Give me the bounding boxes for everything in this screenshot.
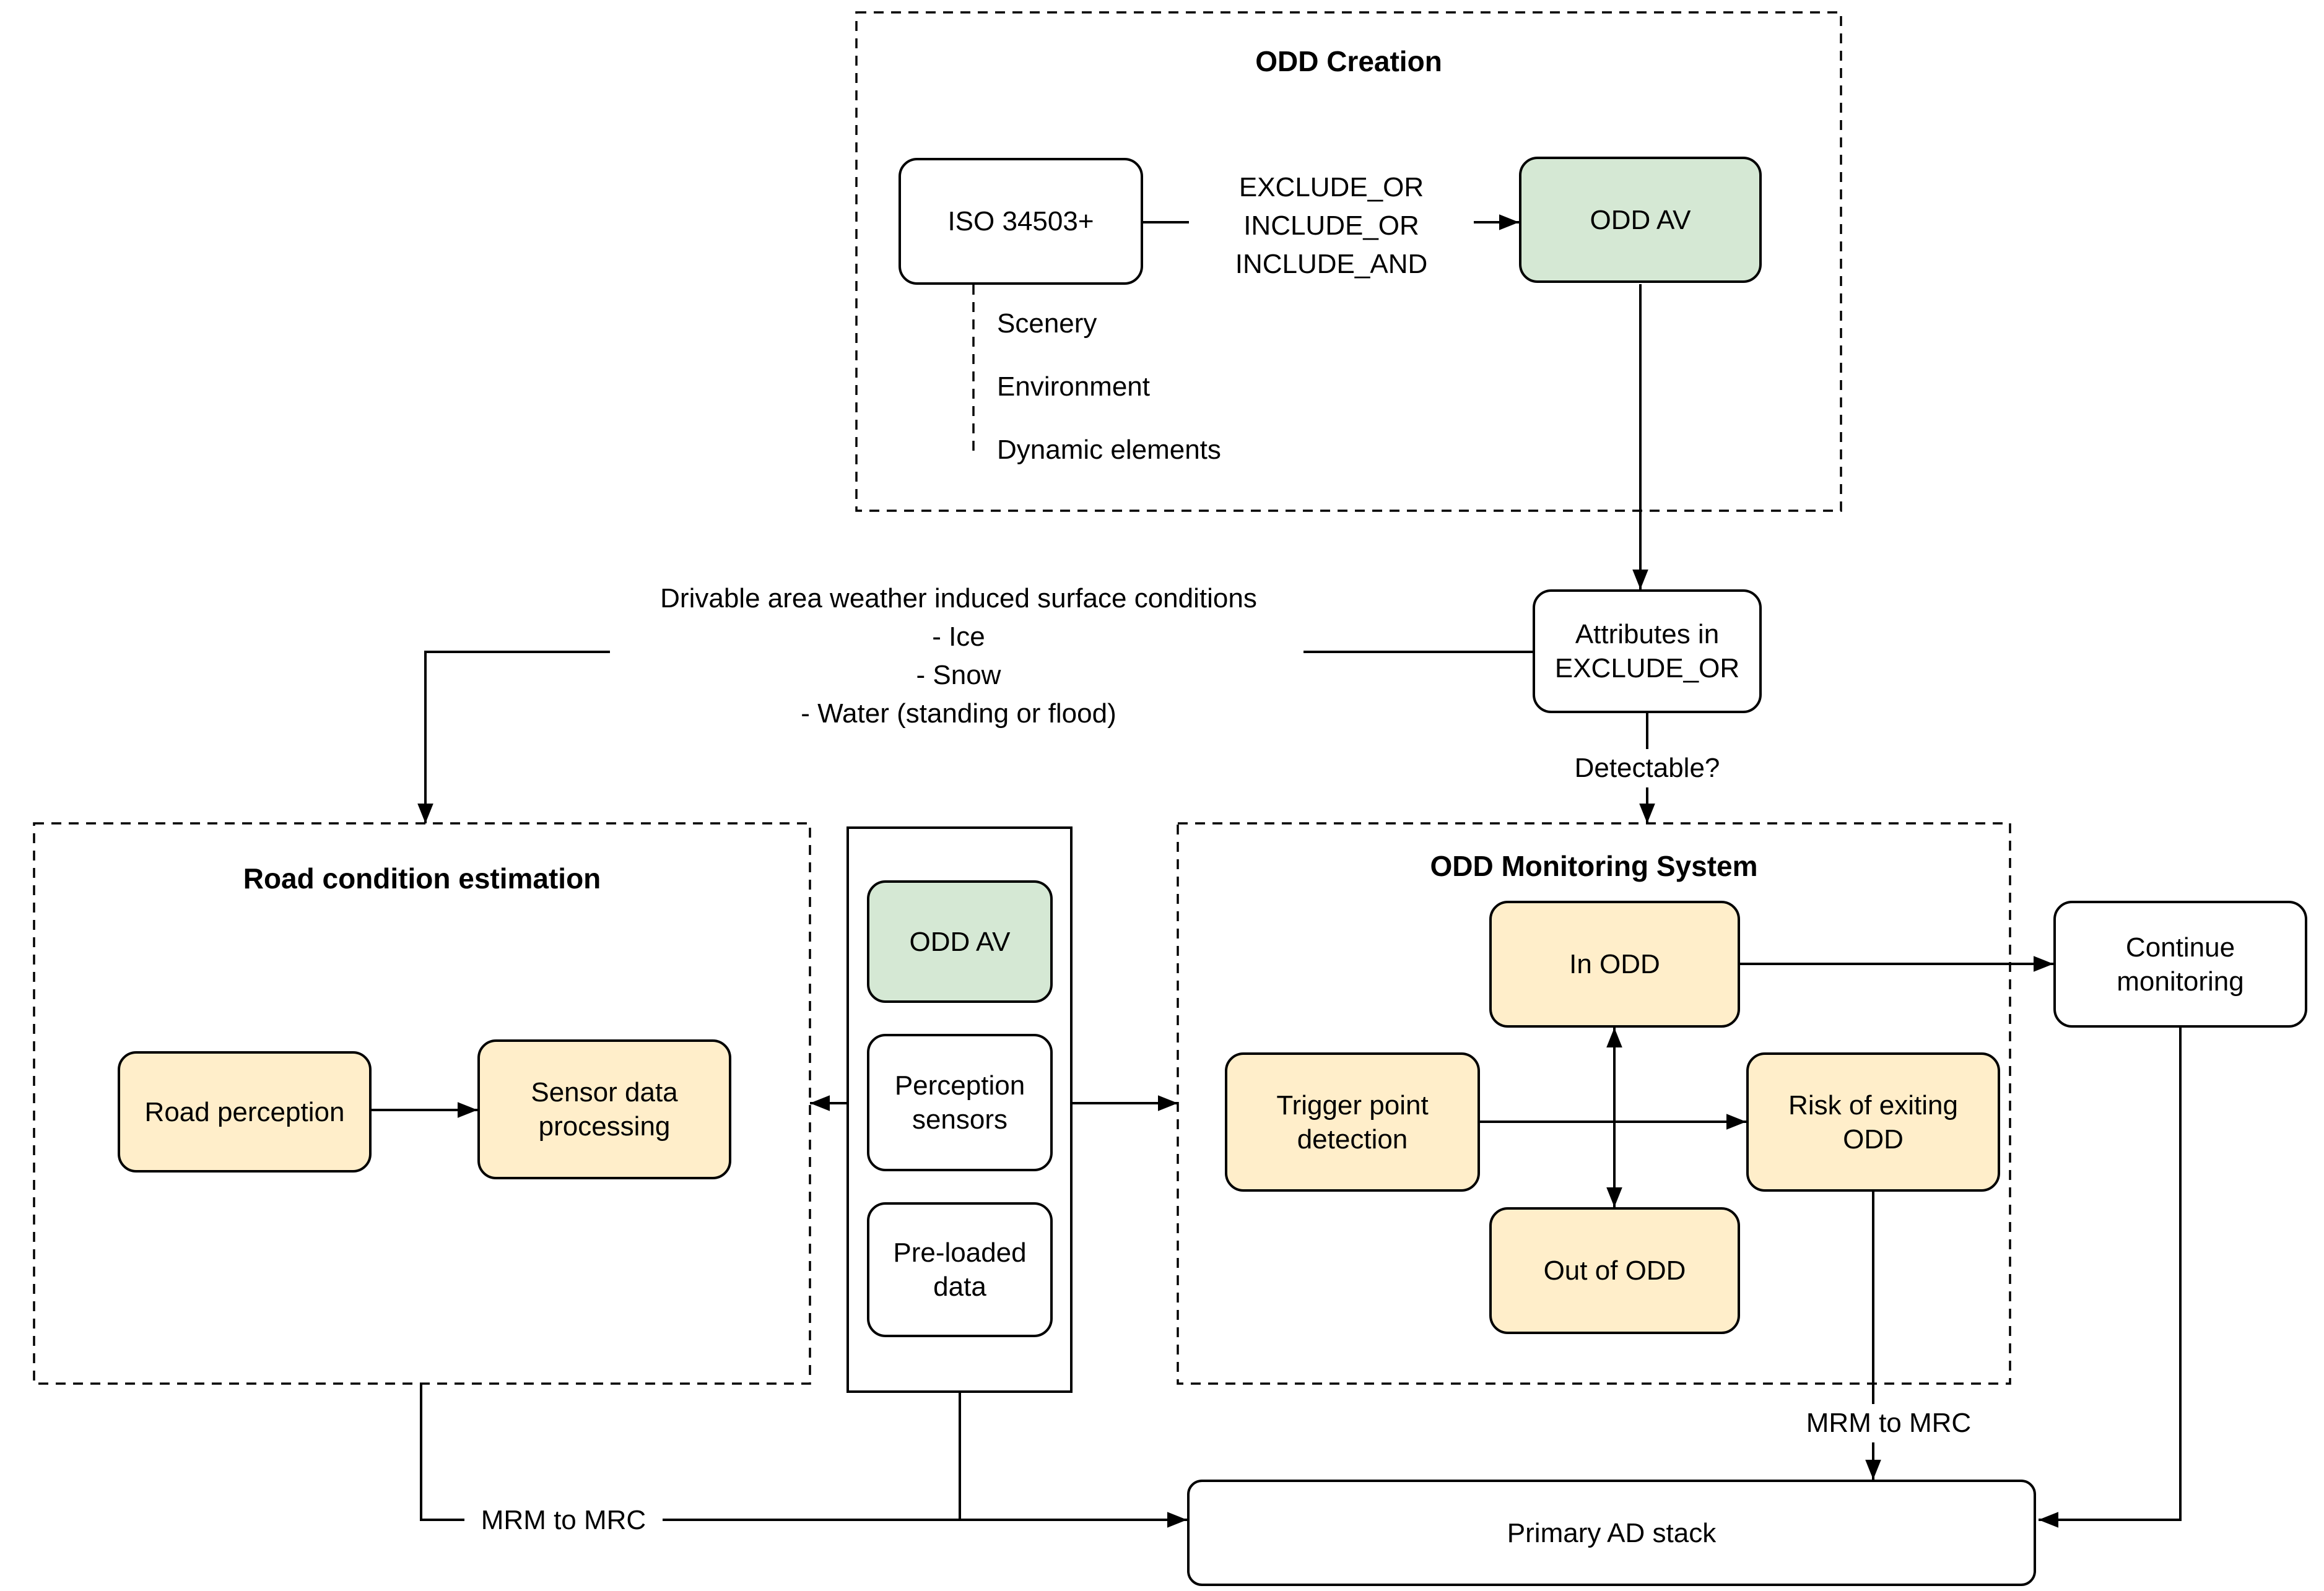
arrow-roadcondition-to-primary — [420, 1384, 1187, 1528]
drivable-item-water: - Water (standing or flood) — [801, 698, 1116, 729]
sensor-data-processing-box: Sensor data processing — [477, 1039, 731, 1179]
in-odd-box: In ODD — [1489, 901, 1740, 1028]
operator-labels: EXCLUDE_OR INCLUDE_OR INCLUDE_AND — [1189, 168, 1474, 284]
operator-include-and: INCLUDE_AND — [1235, 249, 1428, 279]
mrm-to-mrc-label-left: MRM to MRC — [464, 1501, 663, 1540]
drivable-item-snow: - Snow — [916, 660, 1001, 690]
road-perception-box: Road perception — [118, 1051, 372, 1173]
out-of-odd-box: Out of ODD — [1489, 1207, 1740, 1334]
attributes-exclude-or-box: Attributes in EXCLUDE_OR — [1533, 589, 1762, 713]
preloaded-data-box: Pre-loaded data — [867, 1202, 1053, 1337]
odd-av-box-creation: ODD AV — [1519, 157, 1762, 283]
perception-sensors-box: Perception sensors — [867, 1034, 1053, 1171]
category-dynamic-elements: Dynamic elements — [997, 435, 1221, 465]
trigger-point-detection-box: Trigger point detection — [1225, 1052, 1480, 1192]
mrm-to-mrc-label-right: MRM to MRC — [1796, 1404, 1982, 1442]
category-environment: Environment — [997, 371, 1151, 402]
iso-34503-box: ISO 34503+ — [899, 158, 1143, 285]
risk-of-exiting-odd-box: Risk of exiting ODD — [1746, 1052, 2000, 1192]
odd-creation-group-border — [855, 11, 1842, 512]
category-scenery: Scenery — [997, 308, 1097, 339]
road-condition-title: Road condition estimation — [243, 862, 601, 895]
odd-av-box-stack: ODD AV — [867, 880, 1053, 1003]
drivable-item-ice: - Ice — [932, 622, 985, 652]
arrow-drivable-to-road-condition — [417, 651, 610, 823]
odd-creation-title: ODD Creation — [1255, 45, 1442, 77]
arrow-continue-to-primary — [2039, 1028, 2182, 1528]
continue-monitoring-box: Continue monitoring — [2053, 901, 2307, 1028]
operator-exclude-or: EXCLUDE_OR — [1238, 172, 1424, 202]
odd-monitoring-title: ODD Monitoring System — [1430, 850, 1758, 882]
detectable-label: Detectable? — [1567, 749, 1728, 787]
operator-include-or: INCLUDE_OR — [1243, 210, 1419, 241]
drivable-conditions-note: Drivable area weather induced surface co… — [587, 579, 1330, 733]
drivable-conditions-title: Drivable area weather induced surface co… — [660, 583, 1257, 613]
primary-ad-stack-box: Primary AD stack — [1187, 1480, 2036, 1586]
